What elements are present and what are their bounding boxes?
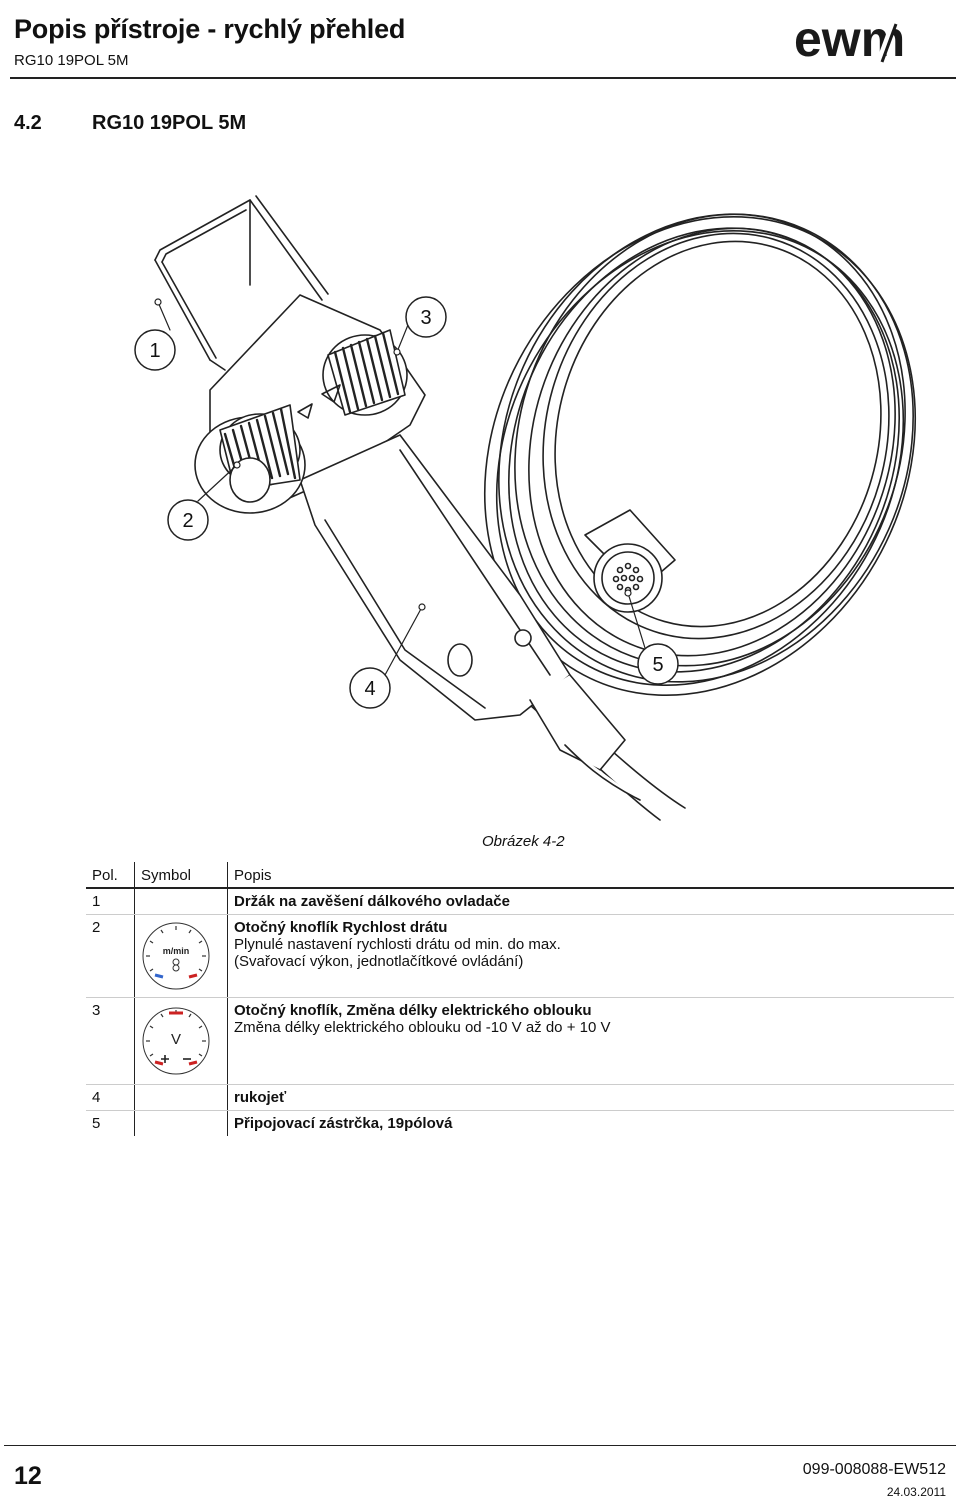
row-line: (Svařovací výkon, jednotlačítkové ovládá…	[234, 953, 524, 970]
svg-text:3: 3	[420, 307, 431, 329]
row-desc: Otočný knoflík, Změna délky elektrického…	[227, 997, 954, 1085]
table-row: 4 rukojeť	[86, 1084, 954, 1111]
table-row: 3 V	[86, 997, 954, 1085]
callout-1: 1	[134, 329, 176, 371]
section-title: RG10 19POL 5M	[92, 112, 247, 134]
table-row: 1 Držák na zavěšení dálkového ovladače	[86, 888, 954, 915]
dial-unit: m/min	[163, 946, 190, 956]
row-desc: rukojeť	[227, 1084, 954, 1111]
row-pos: 4	[86, 1084, 135, 1111]
legend-table: Pol. Symbol Popis 1 Držák na zavěšení dá…	[86, 862, 954, 1136]
footer-divider	[4, 1445, 956, 1446]
row-title: Držák na zavěšení dálkového ovladače	[234, 893, 510, 910]
row-title: Otočný knoflík Rychlost drátu	[234, 919, 448, 936]
svg-text:4: 4	[364, 678, 375, 700]
row-symbol	[134, 1084, 228, 1111]
row-symbol: m/min	[134, 914, 228, 998]
header-symbol: Symbol	[134, 862, 228, 889]
arc-length-knob	[297, 329, 408, 419]
connector-plug	[584, 509, 676, 613]
row-desc: Držák na zavěšení dálkového ovladače	[227, 888, 954, 915]
row-pos: 5	[92, 1115, 101, 1132]
row-desc: Otočný knoflík Rychlost drátu Plynulé na…	[227, 914, 954, 998]
legend-header-row: Pol. Symbol Popis	[86, 862, 954, 889]
ewm-logo: ewm	[794, 12, 905, 67]
section-heading: 4.2 RG10 19POL 5M	[14, 112, 246, 135]
handle-body	[209, 294, 641, 801]
table-row: 5 Připojovací zástrčka, 19pólová	[86, 1110, 955, 1137]
row-pos: 3	[86, 997, 135, 1085]
row-symbol	[134, 1110, 228, 1136]
dial-unit: V	[171, 1031, 181, 1048]
callout-3: 3	[405, 296, 447, 338]
section-number: 4.2	[14, 112, 42, 134]
wire-speed-knob	[194, 404, 306, 514]
row-symbol: V	[134, 997, 228, 1085]
callout-5: 5	[637, 643, 679, 685]
header-pos: Pol.	[86, 862, 135, 889]
header-desc: Popis	[227, 862, 954, 889]
page-number: 12	[14, 1462, 42, 1490]
row-pos: 1	[86, 888, 135, 915]
row-line: Plynulé nastavení rychlosti drátu od min…	[234, 936, 561, 953]
row-symbol	[134, 888, 228, 915]
row-title: Otočný knoflík, Změna délky elektrického…	[234, 1002, 592, 1019]
svg-text:1: 1	[149, 340, 160, 362]
header-divider	[10, 77, 956, 79]
page-subtitle: RG10 19POL 5M	[14, 52, 129, 69]
table-row: 2 m/min	[86, 914, 954, 998]
row-desc: Připojovací zástrčka, 19pólová	[228, 1111, 955, 1137]
svg-text:2: 2	[182, 510, 193, 532]
remote-control-illustration: 1 2 3 4 5	[134, 195, 917, 821]
svg-text:5: 5	[652, 654, 663, 676]
page-title: Popis přístroje - rychlý přehled	[14, 14, 406, 44]
hanger-bracket	[154, 195, 329, 371]
callout-4: 4	[349, 667, 391, 709]
figure-caption: Obrázek 4-2	[482, 833, 565, 850]
speed-dial-icon: m/min	[142, 922, 210, 990]
document-date: 24.03.2011	[886, 1485, 946, 1499]
row-line: Změna délky elektrického oblouku od -10 …	[234, 1019, 611, 1036]
row-title: rukojeť	[234, 1089, 287, 1106]
row-title: Připojovací zástrčka, 19pólová	[234, 1115, 453, 1132]
coiled-cable	[483, 213, 917, 821]
callout-leaders	[154, 298, 646, 676]
voltage-dial-icon: V	[142, 1007, 210, 1075]
document-number: 099-008088-EW512	[802, 1461, 946, 1478]
row-pos: 2	[86, 914, 135, 998]
callout-2: 2	[167, 499, 209, 541]
